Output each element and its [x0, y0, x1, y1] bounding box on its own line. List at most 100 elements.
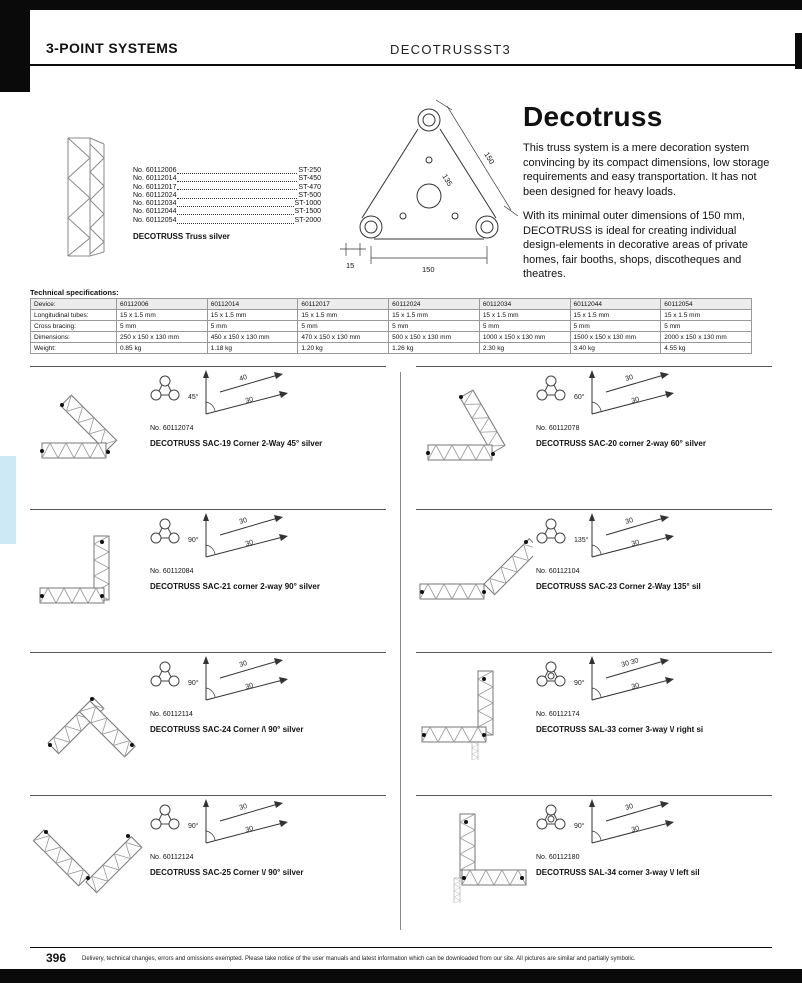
dim-label: 30 — [239, 660, 249, 669]
doc-title: DECOTRUSSST3 — [390, 42, 512, 57]
part-model: ST-470 — [298, 183, 321, 191]
part-number: No. 60112017 — [133, 183, 177, 191]
angle-dimension-icon: 90° 30 30 30 — [574, 656, 674, 701]
cell: 1.20 kg — [297, 342, 390, 354]
cell: 60112034 — [478, 298, 571, 310]
cell: 470 x 150 x 130 mm — [297, 331, 390, 343]
dotted-leader — [177, 172, 298, 174]
corner-truss-image — [40, 394, 118, 459]
product-cell: 90° 30 30 No. 60112084 DECOTRUSS SAC-21 … — [30, 509, 386, 652]
product-cell: 60° 30 30 No. 60112078 DECOTRUSS SAC-20 … — [416, 366, 772, 509]
product-grid: 45° 40 30 No. 60112074 DECOTRUSS SAC-19 … — [30, 366, 772, 938]
dim-label: 30 — [625, 517, 635, 526]
cell: 4.55 kg — [660, 342, 752, 354]
page-number: 396 — [46, 951, 67, 965]
cell: 500 x 150 x 130 mm — [388, 331, 480, 343]
cell: 5 mm — [116, 320, 208, 332]
product-cell: 45° 40 30 No. 60112074 DECOTRUSS SAC-19 … — [30, 366, 386, 509]
dim-label: 30 — [245, 682, 254, 691]
cell: 1.18 kg — [206, 342, 299, 354]
cell: 5 mm — [388, 320, 480, 332]
part-number: No. 60112054 — [133, 216, 177, 224]
part-model: ST-1500 — [294, 208, 321, 216]
top-black-bar — [0, 0, 802, 10]
header-rule — [30, 64, 795, 66]
cell: 15 x 1.5 mm — [297, 309, 390, 321]
corner-truss-image — [47, 697, 136, 758]
cell: 1.26 kg — [388, 342, 480, 354]
angle-label: 90° — [574, 822, 585, 830]
product-name: DECOTRUSS SAC-25 Corner \/ 90° silver — [150, 868, 304, 877]
footer-disclaimer: Delivery, technical changes, errors and … — [82, 956, 636, 962]
dim-label: 30 — [631, 682, 640, 691]
dim-label: 30 — [631, 396, 640, 405]
dotted-leader — [177, 181, 298, 183]
corner-truss-image — [421, 670, 494, 760]
cell: 60112014 — [206, 298, 299, 310]
table-row: Device: 60112006 60112014 60112017 60112… — [30, 298, 752, 310]
intro-text: Decotruss This truss system is a mere de… — [523, 102, 773, 292]
cell: 15 x 1.5 mm — [206, 309, 299, 321]
right-edge-mark — [795, 33, 802, 69]
dim-label: 30 30 — [621, 657, 640, 669]
product-number: No. 60112078 — [536, 425, 580, 432]
dim-label: 30 — [245, 539, 254, 548]
angle-dimension-icon: 135° 30 30 — [574, 513, 674, 558]
dim-label: 30 — [245, 396, 254, 405]
part-model: ST-2000 — [294, 216, 321, 224]
angle-dimension-icon: 90° 30 30 — [188, 799, 288, 844]
cell: 60112017 — [297, 298, 390, 310]
cell: 60112006 — [116, 298, 208, 310]
dim-label: 30 — [625, 374, 635, 383]
truss-section-icon — [150, 804, 180, 830]
cell: 15 x 1.5 mm — [660, 309, 752, 321]
truss-section-icon — [150, 375, 180, 401]
row-label: Longitudinal tubes: — [30, 309, 117, 321]
column-divider — [400, 372, 401, 930]
angle-dimension-icon: 60° 30 30 — [574, 370, 674, 415]
dim-label-height: 135 — [440, 172, 454, 187]
truss-section-icon — [536, 518, 566, 544]
cell: 3.40 kg — [569, 342, 662, 354]
dim-label-tube: 15 — [346, 261, 354, 270]
list-item: No. 60112006 ST-250 — [133, 167, 321, 175]
footer-rule — [30, 947, 772, 948]
cell: 5 mm — [660, 320, 752, 332]
corner-truss-image — [32, 829, 143, 894]
angle-dimension-icon: 90° 30 30 — [188, 513, 288, 558]
dim-label: 30 — [239, 517, 249, 526]
product-name: DECOTRUSS SAL-33 corner 3-way \/ right s… — [536, 725, 704, 734]
truss-section-icon — [536, 804, 566, 830]
dim-label: 30 — [239, 803, 249, 812]
product-number: No. 60112180 — [536, 854, 580, 861]
table-row: Weight: 0.85 kg 1.18 kg 1.20 kg 1.26 kg … — [30, 342, 752, 354]
part-model: ST-250 — [298, 167, 321, 174]
cell: 5 mm — [206, 320, 299, 332]
table-row: Longitudinal tubes: 15 x 1.5 mm 15 x 1.5… — [30, 309, 752, 321]
product-heading: Decotruss — [523, 101, 663, 132]
cell: 2000 x 150 x 130 mm — [660, 331, 752, 343]
intro-paragraph-2: With its minimal outer dimensions of 150… — [523, 210, 749, 280]
product-number: No. 60112124 — [150, 854, 194, 861]
corner-black-block — [0, 0, 30, 92]
cell: 15 x 1.5 mm — [388, 309, 480, 321]
cell: 0.85 kg — [116, 342, 208, 354]
part-number: No. 60112006 — [133, 167, 177, 174]
dim-label: 30 — [631, 539, 640, 548]
angle-label: 135° — [574, 536, 589, 544]
corner-truss-image — [39, 535, 110, 604]
product-cell: 90° 30 30 No. 60112180 DECOTRUSS SAL-34 … — [416, 795, 772, 938]
angle-dimension-icon: 90° 30 30 — [574, 799, 674, 844]
dim-label: 30 — [245, 825, 254, 834]
product-cell: 135° 30 30 No. 60112104 DECOTRUSS SAC-23… — [416, 509, 772, 652]
product-number: No. 60112084 — [150, 568, 194, 575]
product-name: DECOTRUSS SAC-24 Corner /\ 90° silver — [150, 725, 304, 734]
cell: 450 x 150 x 130 mm — [206, 331, 299, 343]
product-name: DECOTRUSS SAC-23 Corner 2-Way 135° sil — [536, 582, 701, 591]
row-label: Weight: — [30, 342, 117, 354]
part-number: No. 60112014 — [133, 175, 177, 183]
part-model: ST-1000 — [294, 200, 321, 208]
angle-label: 60° — [574, 393, 585, 401]
